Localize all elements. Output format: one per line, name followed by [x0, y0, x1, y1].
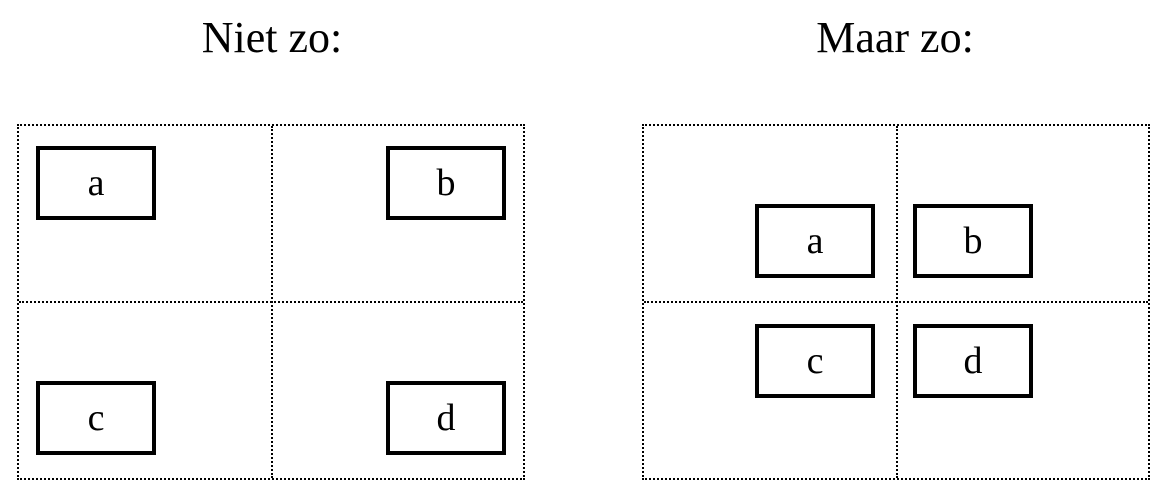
- layout-panel-wrong: a b c d: [17, 124, 525, 480]
- heading-maar-zo: Maar zo:: [816, 13, 974, 62]
- layout-panel-right: a b c d: [642, 124, 1150, 480]
- panel-horizontal-divider: [19, 301, 523, 303]
- panel-horizontal-divider: [644, 301, 1148, 303]
- box-a: a: [755, 204, 875, 278]
- heading-niet-zo: Niet zo:: [201, 13, 343, 62]
- box-d: d: [386, 381, 506, 455]
- box-c: c: [36, 381, 156, 455]
- box-b: b: [386, 146, 506, 220]
- box-c: c: [755, 324, 875, 398]
- box-a: a: [36, 146, 156, 220]
- box-d: d: [913, 324, 1033, 398]
- box-b: b: [913, 204, 1033, 278]
